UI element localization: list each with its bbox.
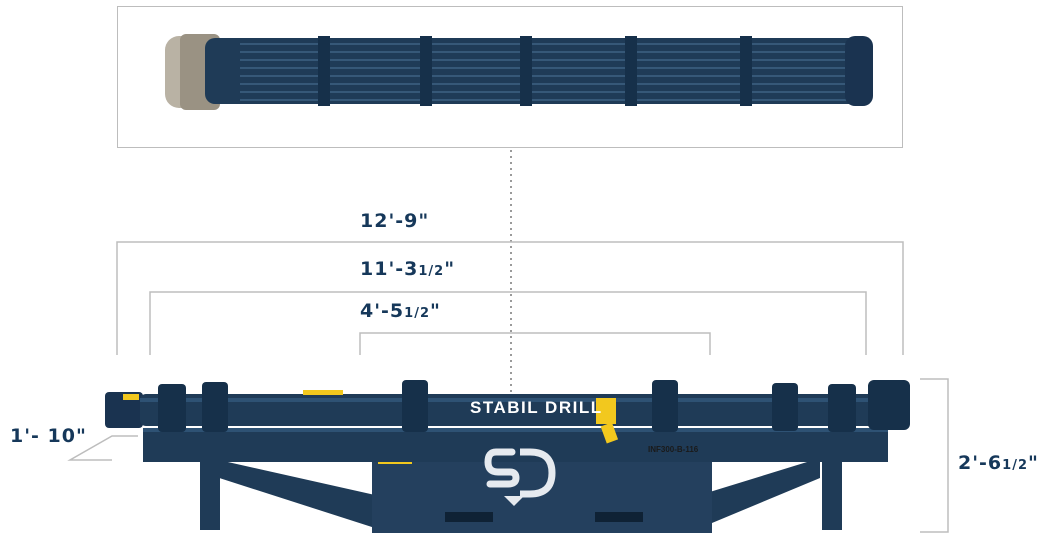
inner-length-label: 11'-31/2" <box>360 258 455 280</box>
right-height-value: 2'-6 <box>958 452 1003 474</box>
valve-body <box>596 398 616 424</box>
tool-label-strip <box>303 390 343 395</box>
inner-length-fraction: 1/2 <box>418 264 445 279</box>
valve-handle <box>600 422 619 444</box>
overall-length-label: 12'-9" <box>360 210 429 232</box>
left-height-value: 1'- 10" <box>10 425 87 447</box>
screen-end-cap <box>845 36 873 106</box>
center-length-unit: " <box>430 300 441 322</box>
tag-label: INF300-B-116 <box>648 445 699 454</box>
inner-length-unit: " <box>444 258 456 280</box>
right-height-fraction: 1/2 <box>1002 458 1028 473</box>
height-bracket-right <box>920 378 949 533</box>
skid-assembly <box>143 428 888 533</box>
center-length-label: 4'-51/2" <box>360 300 441 322</box>
center-length-bracket <box>359 332 711 355</box>
skid-slot-left <box>445 512 493 522</box>
skid-slot-right <box>595 512 643 522</box>
right-height-label: 2'-61/2" <box>958 452 1039 474</box>
left-height-label: 1'- 10" <box>10 425 87 447</box>
skid-left-brace <box>210 458 375 528</box>
brand-label: STABIL DRILL <box>470 398 603 417</box>
inner-length-bracket <box>149 291 867 355</box>
skid-top-rail <box>143 428 888 462</box>
right-height-unit: " <box>1028 452 1039 474</box>
height-leader-left <box>67 435 138 461</box>
tool-body-highlight <box>140 398 900 402</box>
screen-body <box>205 38 870 104</box>
skid-right-brace <box>700 458 820 528</box>
sd-logo <box>484 448 556 506</box>
overall-length-value: 12'-9" <box>360 210 430 232</box>
tool-left-label <box>123 394 139 400</box>
screen-photo-frame <box>117 6 903 148</box>
tool-assembly <box>105 380 910 444</box>
tool-clamps <box>158 380 910 432</box>
center-length-fraction: 1/2 <box>404 306 430 321</box>
tool-left-cap <box>105 392 143 428</box>
inner-length-value: 11'-3 <box>360 258 419 280</box>
screen-slots <box>240 43 860 101</box>
screen-cylinder <box>165 34 873 110</box>
skid-top-rail-highlight <box>143 428 888 432</box>
center-length-value: 4'-5 <box>360 300 405 322</box>
overall-length-bracket <box>116 241 904 355</box>
screen-bands <box>318 36 752 106</box>
